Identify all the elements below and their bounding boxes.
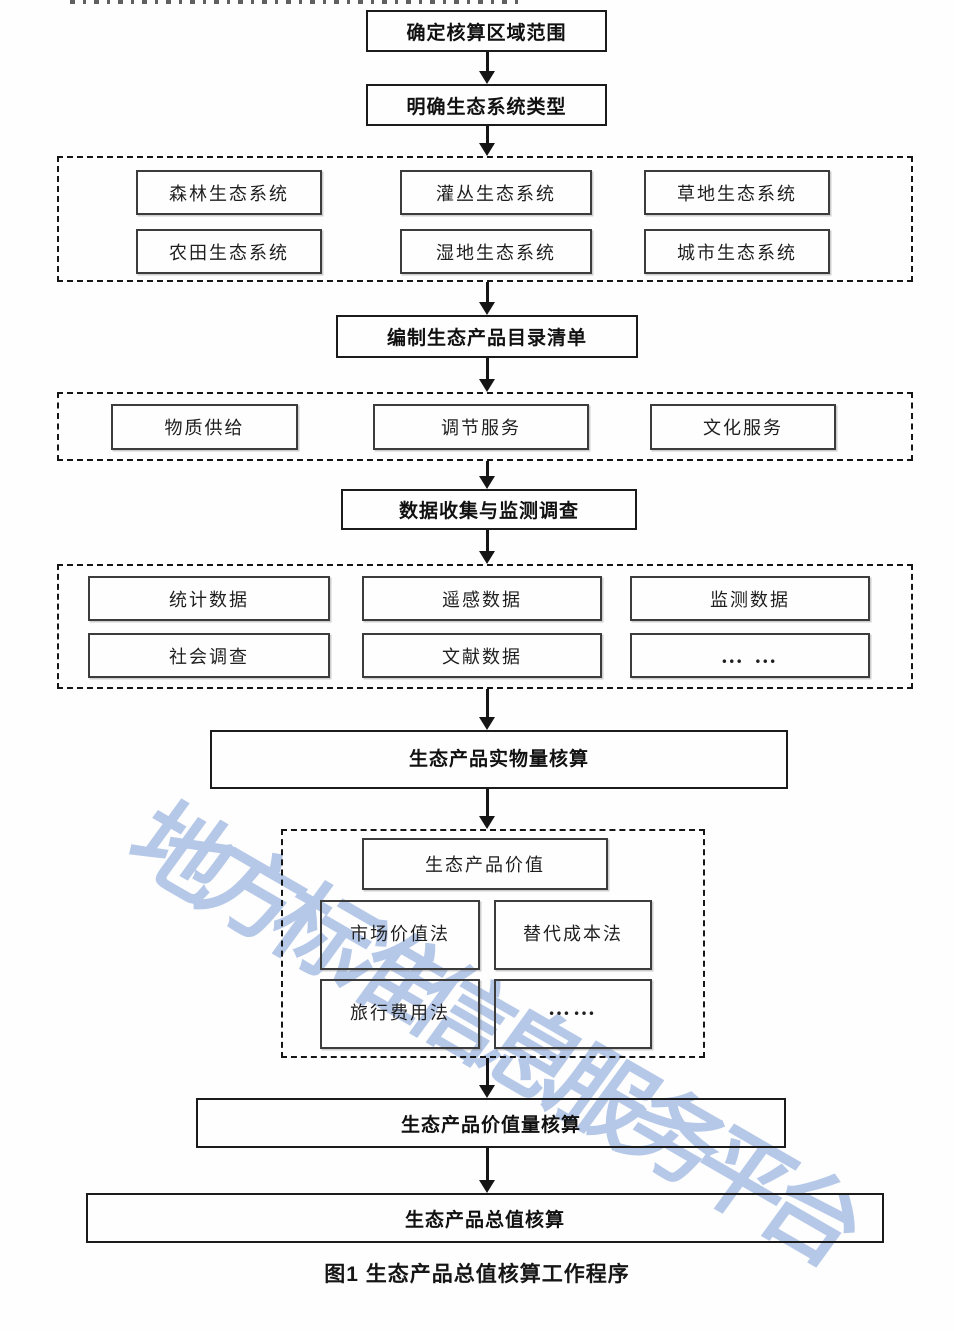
ecosystem-label: 灌丛生态系统 (436, 183, 556, 204)
method-label: 替代成本法 (523, 924, 623, 944)
arrow-down-icon (480, 126, 494, 156)
ecosystem-box-farmland: 农田生态系统 (136, 229, 322, 274)
data-sources-group (57, 564, 913, 689)
data-source-label: 遥感数据 (442, 589, 522, 610)
flow-step-box-ecosystem-type: 明确生态系统类型 (366, 84, 607, 126)
arrow-down-icon (480, 789, 494, 829)
clipped-text-remnant (70, 0, 523, 4)
ecosystem-label: 农田生态系统 (169, 242, 289, 263)
ecosystem-box-forest: 森林生态系统 (136, 170, 322, 215)
data-source-box-monitoring: 监测数据 (630, 576, 870, 621)
arrow-down-icon (480, 1148, 494, 1193)
category-label: 调节服务 (441, 418, 521, 438)
flow-step-box-gross-value-accounting: 生态产品总值核算 (86, 1193, 884, 1243)
category-box-material-supply: 物质供给 (111, 404, 298, 450)
flow-step-box-data-collection: 数据收集与监测调查 (341, 489, 637, 530)
arrow-down-icon (480, 530, 494, 564)
ecosystem-box-grassland: 草地生态系统 (644, 170, 830, 215)
method-label: 旅行费用法 (350, 1003, 450, 1023)
ellipsis-label: … … (720, 642, 780, 668)
ecosystem-label: 森林生态系统 (169, 183, 289, 204)
ellipsis-label: …… (548, 995, 598, 1020)
ecosystem-label: 草地生态系统 (677, 183, 797, 204)
arrow-down-icon (480, 282, 494, 315)
data-source-box-social-survey: 社会调查 (88, 633, 330, 678)
data-source-box-literature: 文献数据 (362, 633, 602, 678)
arrow-down-icon (480, 52, 494, 84)
data-source-label: 监测数据 (710, 589, 790, 610)
flow-step-label: 生态产品总值核算 (404, 1209, 565, 1231)
flow-step-label: 明确生态系统类型 (406, 96, 567, 118)
arrow-down-icon (480, 461, 494, 489)
ecosystem-label: 城市生态系统 (677, 242, 797, 263)
arrow-down-icon (480, 1058, 494, 1098)
valuation-group (281, 829, 705, 1058)
flow-step-label: 确定核算区域范围 (406, 22, 567, 44)
method-label: 市场价值法 (350, 924, 450, 944)
data-source-label: 文献数据 (442, 646, 522, 667)
category-box-cultural-services: 文化服务 (650, 404, 836, 450)
flow-step-box-physical-accounting: 生态产品实物量核算 (210, 730, 788, 789)
valuation-header-box: 生态产品价值 (362, 838, 608, 890)
flow-step-label: 生态产品价值量核算 (400, 1114, 581, 1136)
flow-step-label: 数据收集与监测调查 (398, 501, 579, 522)
data-source-box-ellipsis: … … (630, 633, 870, 678)
arrow-down-icon (480, 358, 494, 392)
flow-step-label: 编制生态产品目录清单 (386, 328, 587, 349)
ecosystem-types-group (57, 156, 913, 282)
ecosystem-box-urban: 城市生态系统 (644, 229, 830, 274)
category-box-regulating-services: 调节服务 (373, 404, 589, 450)
flow-step-box-determine-area: 确定核算区域范围 (366, 10, 607, 52)
data-source-label: 社会调查 (169, 646, 249, 667)
ecosystem-box-shrub: 灌丛生态系统 (400, 170, 592, 215)
flow-step-box-value-accounting: 生态产品价值量核算 (196, 1098, 786, 1148)
data-source-label: 统计数据 (169, 589, 249, 610)
flow-step-label: 生态产品实物量核算 (408, 749, 589, 770)
data-source-box-statistics: 统计数据 (88, 576, 330, 621)
valuation-header-label: 生态产品价值 (425, 855, 545, 875)
data-source-box-remote-sensing: 遥感数据 (362, 576, 602, 621)
product-categories-group (57, 392, 913, 461)
figure-caption: 图1 生态产品总值核算工作程序 (324, 1263, 630, 1286)
arrow-down-icon (480, 689, 494, 730)
method-box-market-value: 市场价值法 (320, 900, 480, 970)
flow-step-box-catalog: 编制生态产品目录清单 (336, 315, 638, 358)
category-label: 物质供给 (164, 418, 245, 438)
category-label: 文化服务 (703, 418, 783, 438)
ecosystem-box-wetland: 湿地生态系统 (400, 229, 592, 274)
method-box-replacement-cost: 替代成本法 (494, 900, 652, 970)
ecosystem-label: 湿地生态系统 (436, 242, 556, 263)
method-box-ellipsis: …… (494, 979, 652, 1049)
method-box-travel-cost: 旅行费用法 (320, 979, 480, 1049)
